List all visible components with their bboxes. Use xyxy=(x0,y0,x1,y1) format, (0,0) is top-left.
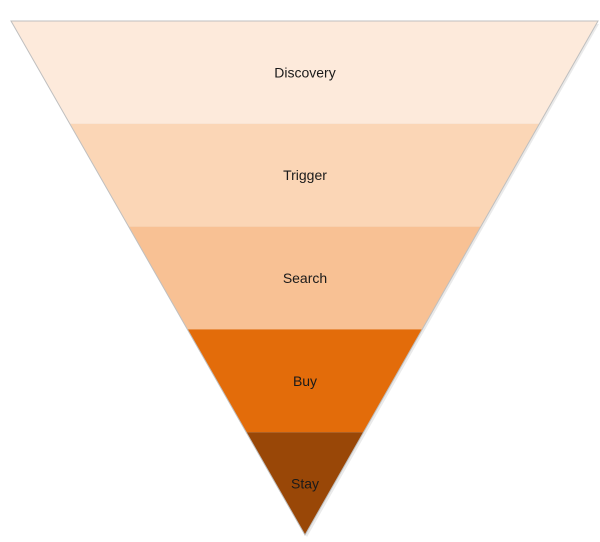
stage-label-discovery: Discovery xyxy=(274,64,335,80)
stage-band-discovery xyxy=(11,21,598,124)
funnel-stage-discovery: Discovery xyxy=(11,21,598,124)
stage-label-trigger: Trigger xyxy=(283,167,327,183)
funnel-stage-stay: Stay xyxy=(246,432,364,535)
stage-label-buy: Buy xyxy=(293,373,317,389)
stage-label-search: Search xyxy=(283,270,327,286)
stage-band-stay xyxy=(246,432,364,535)
stage-band-trigger xyxy=(69,123,540,227)
funnel-stage-buy: Buy xyxy=(187,329,423,433)
funnel-stage-trigger: Trigger xyxy=(69,123,540,227)
stage-band-buy xyxy=(187,329,423,433)
stage-label-stay: Stay xyxy=(291,476,319,492)
funnel-stage-search: Search xyxy=(128,226,481,330)
funnel-outline xyxy=(10,20,599,537)
stage-band-search xyxy=(128,226,481,330)
funnel-stages: Discovery Trigger Search Buy Stay xyxy=(11,21,598,535)
